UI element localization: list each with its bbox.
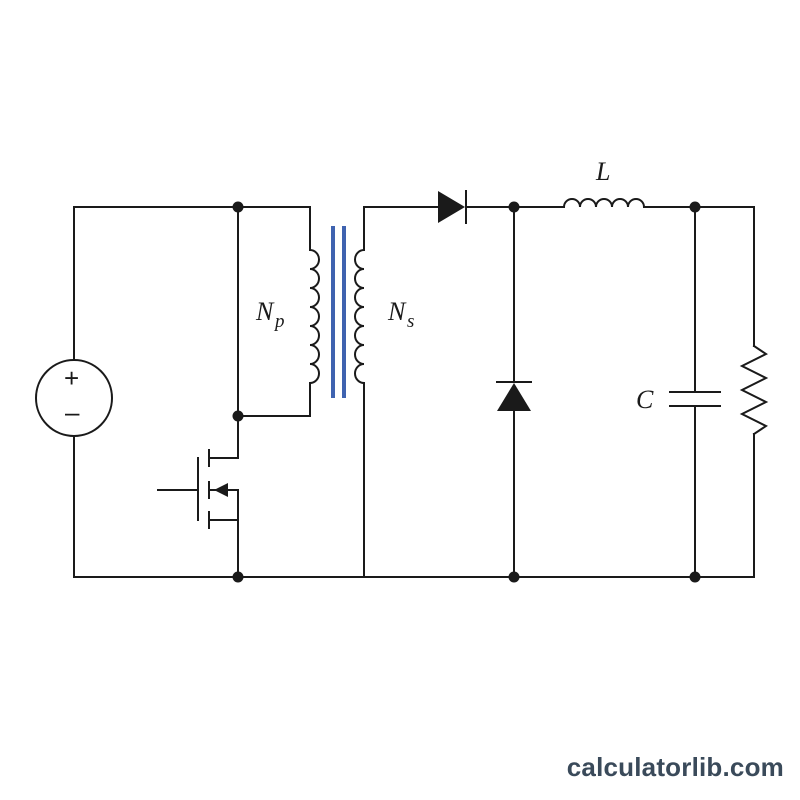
source-minus-sign: – xyxy=(65,397,80,427)
secondary-winding-subscript: s xyxy=(407,311,414,332)
junction-dot xyxy=(689,201,701,213)
junction-dot xyxy=(508,201,520,213)
wire-source-bottom xyxy=(73,435,365,578)
junction-dot xyxy=(689,571,701,583)
capacitor-label: C xyxy=(636,385,654,414)
mosfet-switch xyxy=(157,415,239,578)
source-plus-sign: + xyxy=(64,363,79,393)
rectifier-diode xyxy=(438,190,467,224)
output-inductor xyxy=(563,198,645,208)
freewheeling-diode xyxy=(496,206,532,578)
secondary-winding-label: N xyxy=(387,297,407,326)
voltage-source: + – xyxy=(35,359,113,437)
wire-source-top xyxy=(73,206,311,361)
junction-dot xyxy=(508,571,520,583)
junction-dot xyxy=(232,571,244,583)
primary-winding xyxy=(237,206,320,417)
primary-winding-label: N xyxy=(255,297,275,326)
secondary-winding xyxy=(354,206,365,578)
junction-dot xyxy=(232,410,244,422)
output-capacitor xyxy=(669,206,721,578)
transformer-core xyxy=(331,226,346,398)
load-resistor xyxy=(739,206,769,578)
inductor-label: L xyxy=(595,157,610,186)
site-watermark: calculatorlib.com xyxy=(566,752,784,782)
primary-winding-subscript: p xyxy=(273,311,285,332)
junction-dot xyxy=(232,201,244,213)
